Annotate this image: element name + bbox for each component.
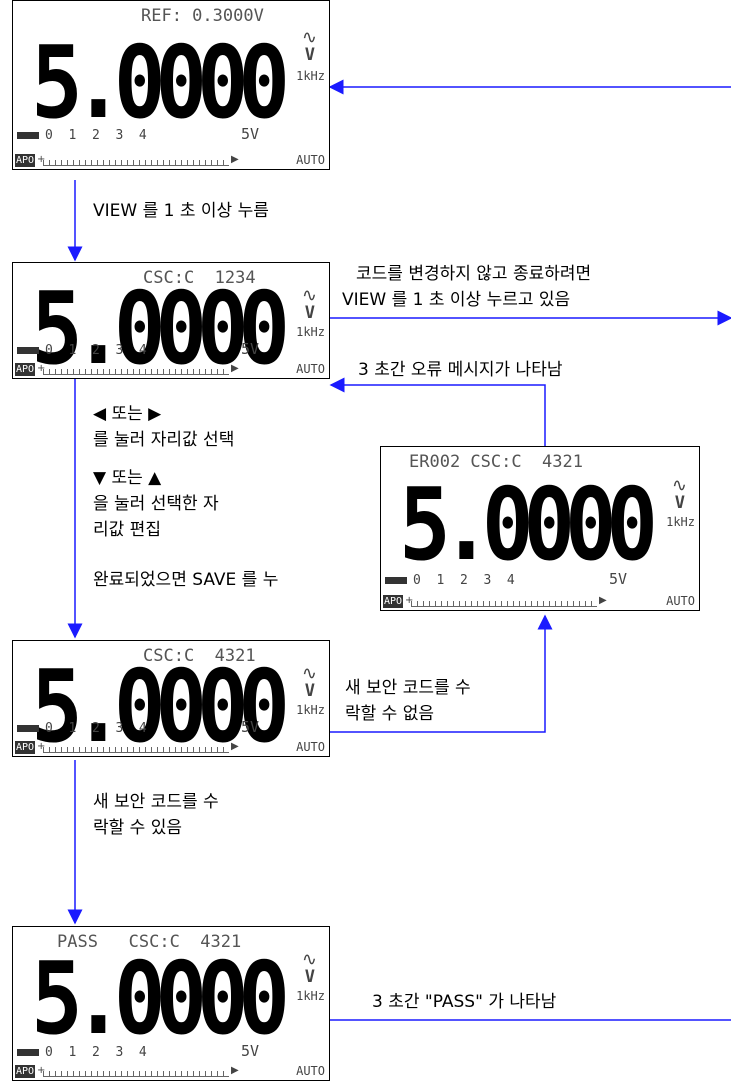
bargraph-scale: 0 1 2 3 4 — [17, 128, 147, 143]
ac-wave-icon: ∿ — [301, 285, 317, 306]
ac-wave-icon: ∿ — [301, 663, 317, 684]
auto-range-indicator: AUTO — [296, 153, 325, 167]
label-select-line2: 를 눌러 자리값 선택 — [93, 430, 235, 450]
frequency-label: 1kHz — [296, 325, 325, 339]
display-top-text: CSC:C 4321 — [143, 646, 256, 666]
bargraph-scale: 0 1 2 3 4 — [17, 1045, 147, 1060]
main-reading: 5.0000 — [31, 940, 290, 1057]
apo-indicator: APO — [15, 363, 36, 376]
auto-range-indicator: AUTO — [296, 740, 325, 754]
bargraph-scale-max: 5V — [241, 718, 260, 736]
bargraph-scale-max: 5V — [241, 125, 260, 143]
ac-wave-icon: ∿ — [301, 27, 317, 48]
display-top-text: REF: 0.3000V — [141, 6, 264, 26]
main-reading: 5.0000 — [31, 24, 290, 141]
main-reading: 5.0000 — [31, 270, 290, 379]
bargraph-arrow-icon: ▶ — [231, 1065, 239, 1076]
label-view-hold: VIEW 를 1 초 이상 누름 — [93, 201, 269, 221]
bargraph-arrow-icon: ▶ — [231, 741, 239, 752]
arrow-error-return — [329, 377, 546, 446]
battery-icon — [385, 577, 407, 584]
bargraph-ticks — [43, 740, 229, 753]
label-exit-line1: 코드를 변경하지 않고 종료하려면 — [356, 264, 592, 284]
label-pass-msg: 3 초간 "PASS" 가 나타남 — [372, 992, 557, 1012]
lcd-display-2: CSC:C 1234 5.0000 ∿ V 1kHz 0 1 2 3 4 5V … — [12, 262, 330, 379]
bargraph-scale-max: 5V — [241, 340, 260, 358]
label-reject-line1: 새 보안 코드를 수 — [345, 678, 471, 698]
plus-icon: + — [37, 154, 46, 165]
plus-icon: + — [37, 741, 46, 752]
arrow-reject — [326, 614, 553, 733]
auto-range-indicator: AUTO — [296, 362, 325, 376]
bargraph-arrow-icon: ▶ — [599, 595, 607, 606]
plus-icon: + — [405, 595, 414, 606]
bargraph-ticks — [411, 594, 597, 607]
unit-label: V — [304, 303, 315, 323]
apo-indicator: APO — [15, 154, 36, 167]
label-accept-line2: 락할 수 있음 — [93, 818, 183, 838]
auto-range-indicator: AUTO — [296, 1064, 325, 1078]
main-reading: 5.0000 — [31, 648, 290, 757]
unit-label: V — [304, 45, 315, 65]
bargraph-scale: 0 1 2 3 4 — [17, 721, 147, 736]
plus-icon: + — [37, 363, 46, 374]
label-edit-line1: ▼ 또는 ▲ — [93, 468, 162, 488]
lcd-display-5: PASS CSC:C 4321 5.0000 ∿ V 1kHz 0 1 2 3 … — [12, 926, 330, 1081]
unit-label: V — [304, 967, 315, 987]
battery-icon — [17, 347, 39, 354]
label-select-line1: ◀ 또는 ▶ — [93, 404, 162, 424]
label-exit-line2: VIEW 를 1 초 이상 누르고 있음 — [342, 290, 571, 310]
display-top-text: CSC:C 1234 — [143, 268, 256, 288]
bargraph-ticks — [43, 153, 229, 166]
bargraph-arrow-icon: ▶ — [231, 154, 239, 165]
frequency-label: 1kHz — [296, 703, 325, 717]
battery-icon — [17, 1049, 39, 1056]
bargraph-scale-max: 5V — [241, 1042, 260, 1060]
label-save-press: 완료되었으면 SAVE 를 누 — [93, 570, 279, 590]
bargraph-scale: 0 1 2 3 4 — [385, 573, 515, 588]
label-accept-line1: 새 보안 코드를 수 — [93, 792, 219, 812]
lcd-display-4: CSC:C 4321 5.0000 ∿ V 1kHz 0 1 2 3 4 5V … — [12, 640, 330, 757]
bargraph-ticks — [43, 1064, 229, 1077]
ac-wave-icon: ∿ — [301, 949, 317, 970]
frequency-label: 1kHz — [666, 515, 695, 529]
plus-icon: + — [37, 1065, 46, 1076]
bargraph-ticks — [43, 362, 229, 375]
lcd-display-1: REF: 0.3000V 5.0000 ∿ V 1kHz 0 1 2 3 4 5… — [12, 0, 330, 170]
battery-icon — [17, 725, 39, 732]
ac-wave-icon: ∿ — [671, 475, 687, 496]
label-reject-line2: 락할 수 없음 — [345, 704, 435, 724]
bargraph-scale-max: 5V — [609, 570, 628, 588]
label-edit-line2: 을 눌러 선택한 자 — [93, 494, 219, 514]
battery-icon — [17, 132, 39, 139]
apo-indicator: APO — [15, 1065, 36, 1078]
apo-indicator: APO — [15, 741, 36, 754]
label-error-msg: 3 초간 오류 메시지가 나타남 — [358, 360, 563, 380]
apo-indicator: APO — [383, 595, 404, 608]
bargraph-scale: 0 1 2 3 4 — [17, 343, 147, 358]
bargraph-arrow-icon: ▶ — [231, 363, 239, 374]
unit-label: V — [304, 681, 315, 701]
display-top-text: PASS CSC:C 4321 — [57, 932, 242, 952]
auto-range-indicator: AUTO — [666, 594, 695, 608]
label-edit-line3: 리값 편집 — [93, 520, 161, 540]
display-top-text: ER002 CSC:C 4321 — [409, 452, 583, 472]
lcd-display-error: ER002 CSC:C 4321 5.0000 ∿ V 1kHz 0 1 2 3… — [380, 446, 700, 611]
frequency-label: 1kHz — [296, 69, 325, 83]
unit-label: V — [674, 493, 685, 513]
frequency-label: 1kHz — [296, 989, 325, 1003]
main-reading: 5.0000 — [399, 466, 658, 583]
